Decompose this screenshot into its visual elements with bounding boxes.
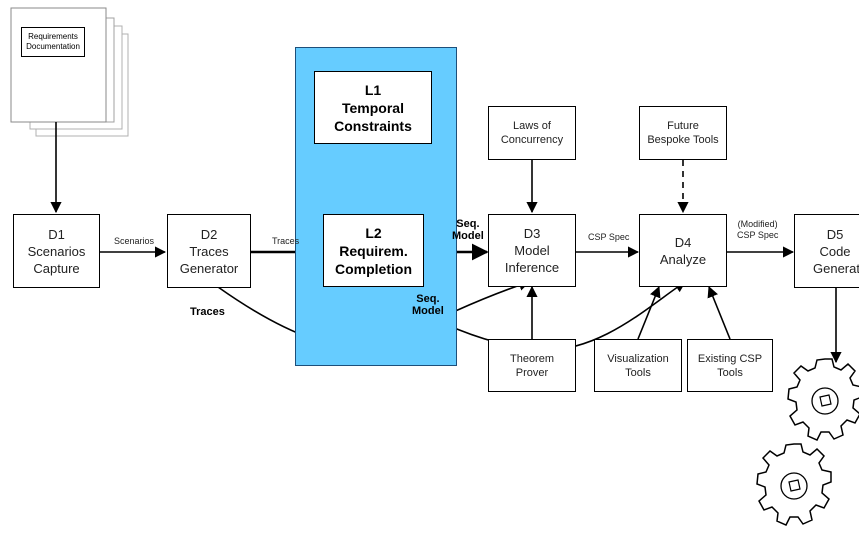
scenarios-edge-label: Scenarios [114,236,155,246]
seq-model-bottom-label: Seq. Model [412,293,444,317]
visualization-to-d4-arrow [637,285,661,340]
seq-model-top-label: Seq. Model [452,218,484,242]
existing-to-d4-arrow [707,285,731,340]
d5-code-generator-box: D5 Code Generator [794,214,859,288]
modified-csp-spec-edge-label: (Modified) CSP Spec [737,219,779,240]
traces-edge-label: Traces [272,236,300,246]
traces-curve-label: Traces [190,306,225,318]
requirements-document-label: Requirements Documentation [21,27,85,57]
csp-spec-edge-label: CSP Spec [588,232,630,242]
